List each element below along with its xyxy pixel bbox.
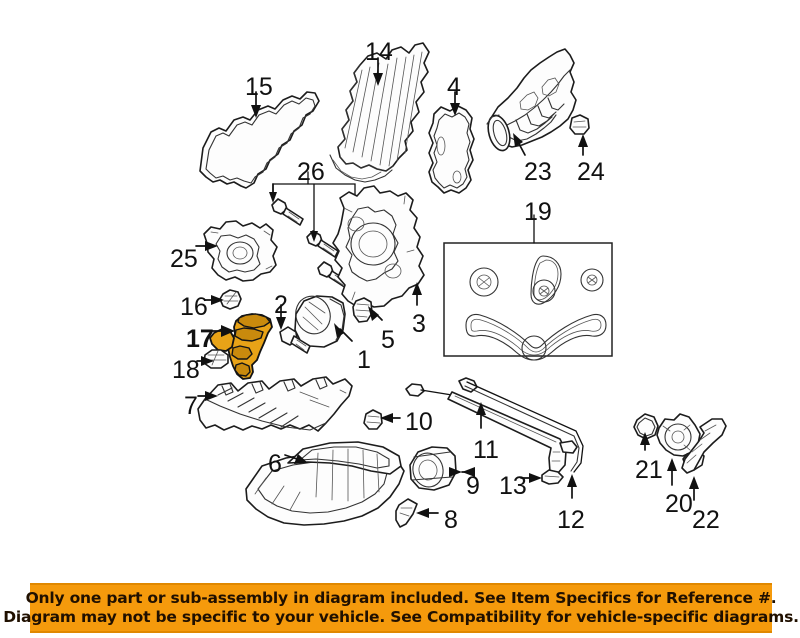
callout-number-17: 17: [186, 325, 214, 353]
callout-number-14: 14: [365, 38, 393, 66]
part-oil-filter-nipple: [279, 326, 311, 354]
part-intake-manifold: [486, 48, 577, 152]
callout-number-1: 1: [357, 346, 371, 374]
disclaimer-line-2: Diagram may not be specific to your vehi…: [3, 608, 799, 626]
callout-number-3: 3: [412, 310, 426, 338]
part-valve-cover-gasket: [199, 91, 320, 189]
callout-number-9: 9: [466, 472, 480, 500]
callout-number-23: 23: [524, 158, 552, 186]
callout-number-6: 6: [268, 450, 282, 478]
part-o-ring-seal: [352, 297, 373, 323]
part-tube-retainer-clip: [541, 469, 564, 485]
callout-number-26: 26: [297, 158, 325, 186]
part-intake-manifold-gasket: [428, 105, 475, 194]
callout-number-19: 19: [524, 198, 552, 226]
part-windage-tray: [197, 376, 353, 432]
part-adapter-gasket: [633, 413, 659, 440]
callout-number-5: 5: [381, 326, 395, 354]
part-oil-pan: [245, 441, 405, 526]
callout-number-24: 24: [577, 158, 605, 186]
callout-number-10: 10: [405, 408, 433, 436]
callout-number-18: 18: [172, 356, 200, 384]
callout-number-25: 25: [170, 245, 198, 273]
exploded-diagram-canvas: [195, 42, 727, 528]
callout-number-12: 12: [557, 506, 585, 534]
part-pickup-tube-bracket: [203, 349, 229, 369]
callout-number-11: 11: [473, 436, 499, 464]
part-valve-cover: [329, 42, 430, 183]
part-pickup-tube-seal: [219, 289, 242, 310]
part-manifold-plug: [569, 114, 590, 135]
part-oil-pump-housing: [203, 220, 278, 282]
callout-number-13: 13: [499, 472, 527, 500]
callout-number-16: 16: [180, 293, 208, 321]
part-oil-pump-pickup-tube-highlighted: [209, 313, 273, 380]
part-oil-filter: [294, 295, 346, 348]
part-dipstick-tube: [458, 377, 584, 473]
callout-number-8: 8: [444, 506, 458, 534]
part-belt-routing-diagram: [443, 214, 613, 361]
callout-number-15: 15: [245, 73, 273, 101]
part-oil-cooler-line-bracket: [681, 418, 727, 474]
disclaimer-banner: Only one part or sub-assembly in diagram…: [3, 583, 799, 633]
callout-leader-lines: [195, 57, 699, 518]
disclaimer-line-1: Only one part or sub-assembly in diagram…: [25, 589, 777, 608]
part-drain-plug: [395, 498, 418, 528]
part-timing-chain-cover: [332, 185, 425, 308]
callout-number-20: 20: [665, 490, 693, 518]
callout-number-2: 2: [274, 291, 288, 319]
callout-number-21: 21: [635, 456, 663, 484]
callout-number-22: 22: [692, 506, 720, 534]
callout-number-4: 4: [447, 73, 461, 101]
callout-number-7: 7: [184, 392, 198, 420]
part-seal-grommet: [363, 409, 383, 430]
